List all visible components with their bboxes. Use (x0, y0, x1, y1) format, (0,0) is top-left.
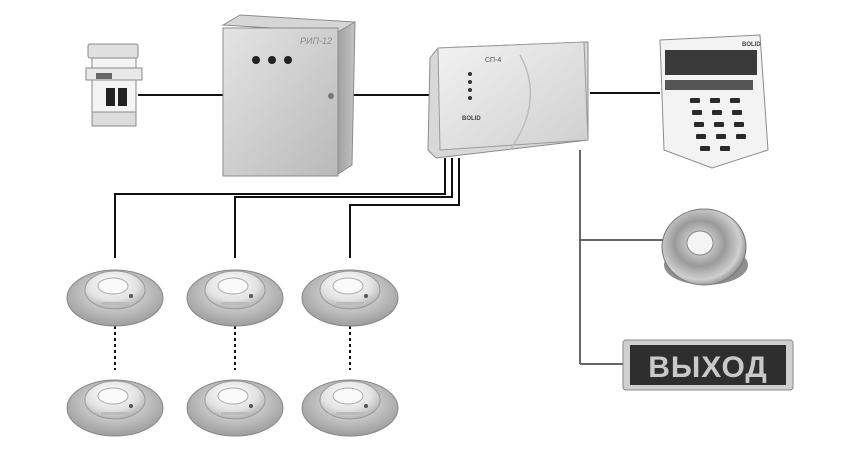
lock-icon (328, 93, 334, 99)
detector-led (249, 404, 253, 408)
indicator-led (268, 56, 276, 64)
wire-panel-to-detector-col2 (234, 158, 453, 258)
indicator-led (284, 56, 292, 64)
detector-led (364, 294, 368, 298)
wire-panel-to-detector-col1 (114, 158, 446, 258)
psu-model-label: РИП-12 (300, 36, 332, 46)
status-led (468, 96, 472, 100)
wiring (114, 92, 665, 370)
smoke-detector (66, 379, 164, 437)
smoke-detector (301, 269, 399, 327)
status-led (468, 72, 472, 76)
keypad-buttons (690, 98, 746, 151)
keypad-console: BOLID (659, 34, 769, 169)
detector-led (249, 294, 253, 298)
lcd-display (665, 50, 757, 75)
circuit-breaker (85, 43, 143, 127)
panel-brand-logo: BOLID (462, 116, 481, 122)
control-panel: СП-4 BOLID (427, 41, 589, 159)
detector-led (129, 294, 133, 298)
smoke-detector (186, 269, 284, 327)
exit-sign: ВЫХОД (622, 339, 794, 391)
detector-led (129, 404, 133, 408)
status-led (468, 80, 472, 84)
status-led (468, 88, 472, 92)
indicator-led (252, 56, 260, 64)
sounder-siren (661, 208, 748, 286)
smoke-detector (66, 269, 164, 327)
exit-sign-text: ВЫХОД (648, 351, 768, 384)
smoke-detector (301, 379, 399, 437)
power-supply-unit: РИП-12 (221, 14, 357, 177)
wire-panel-to-detector-col3 (349, 158, 460, 258)
detector-led (364, 404, 368, 408)
smoke-detector-grid (66, 269, 399, 437)
keypad-brand-logo: BOLID (742, 42, 761, 48)
panel-model-label: СП-4 (485, 57, 501, 64)
smoke-detector (186, 379, 284, 437)
